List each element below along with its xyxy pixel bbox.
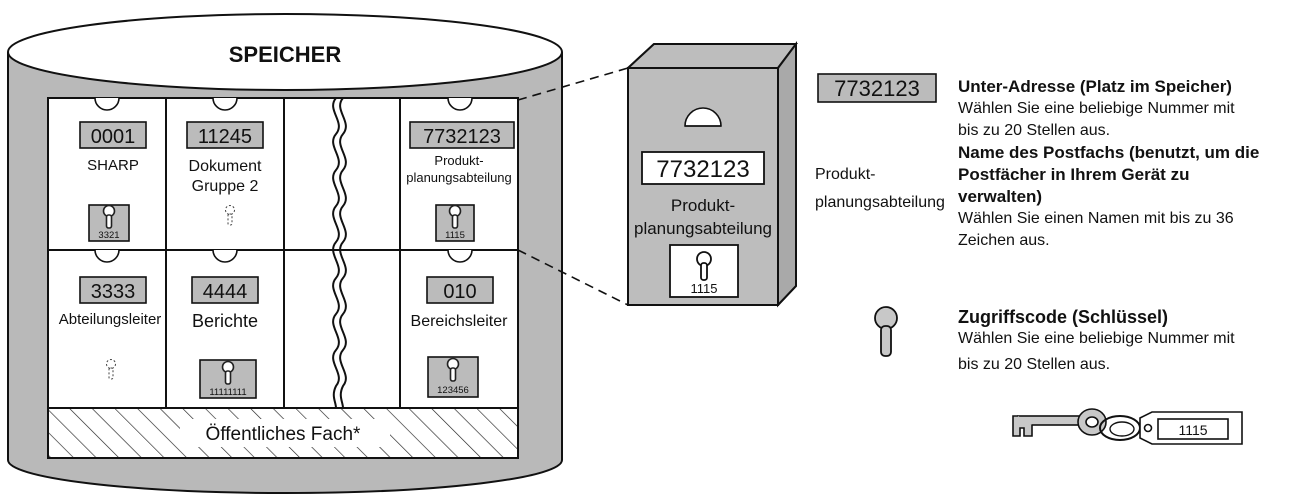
box-name-line-2: Gruppe 2 (192, 178, 259, 195)
key-tag-code: 1115 (1178, 422, 1207, 438)
zoom-lines (517, 67, 629, 306)
box-number: 3333 (91, 281, 136, 303)
box-number-frame (426, 276, 494, 304)
legend-access-code-heading: Zugriffscode (Schlüssel) (958, 307, 1169, 327)
box-number-frame (409, 121, 515, 149)
box-name-line-1: Produkt- (434, 153, 483, 168)
break-line (339, 97, 347, 409)
box-number: 11245 (198, 126, 252, 148)
legend-sub-address-heading: Unter-Adresse (Platz im Speicher) (958, 77, 1232, 96)
legend-box-name-heading-2: Postfächer in Ihrem Gerät zu (958, 165, 1190, 184)
legend-number-example: 7732123 (834, 76, 920, 101)
enlarged-box-name-line-1: Produkt- (671, 196, 735, 215)
legend-sub-address-desc-1: Wählen Sie eine beliebige Nummer mit (958, 100, 1235, 117)
box-number: 4444 (203, 281, 248, 303)
box-number: 010 (443, 281, 476, 303)
box-name-line-1: Dokument (189, 158, 262, 175)
legend-sub-address-desc-2: bis zu 20 Stellen aus. (958, 122, 1111, 139)
key-code: 11111111 (209, 387, 246, 398)
enlarged-number-frame (641, 151, 765, 185)
legend-name-example-line-2: planungsabteilung (815, 194, 945, 211)
mailbox-4444: 4444 Berichte 11111111 (191, 249, 259, 399)
key-code: 1115 (445, 230, 465, 241)
mailbox-010: 010 Bereichsleiter 123456 (411, 249, 509, 398)
enlarged-keyhole-icon (696, 251, 712, 281)
cylinder-top (7, 13, 563, 91)
box-number-frame (79, 121, 147, 149)
key-code: 3321 (98, 230, 119, 241)
mailbox-3333: 3333 Abteilungsleiter (59, 249, 162, 380)
key-icon (1012, 408, 1243, 445)
legend-number-frame (817, 73, 937, 103)
public-box-label: Öffentliches Fach* (206, 424, 362, 445)
key-code: 123456 (437, 385, 469, 396)
legend-name-example-line-1: Produkt- (815, 166, 875, 183)
mailbox-0001: 0001 SHARP 3321 (79, 97, 147, 242)
box-name-line-2: planungsabteilung (406, 170, 512, 185)
open-keyhole-icon (106, 359, 116, 380)
box-number-frame (79, 276, 147, 304)
legend-box-name: Name des Postfachs (benutzt, um die Post… (958, 142, 1308, 252)
box-number-frame (186, 121, 264, 149)
open-keyhole-icon (225, 205, 235, 226)
enlarged-key-code: 1115 (691, 281, 718, 296)
legend-sub-address: Unter-Adresse (Platz im Speicher) Wählen… (958, 76, 1308, 142)
legend-box-name-desc-1: Wählen Sie einen Namen mit bis zu 36 (958, 210, 1234, 227)
box-name: Abteilungsleiter (59, 311, 162, 328)
box-name: Bereichsleiter (411, 313, 509, 330)
enlarged-mailbox: 7732123 Produkt- planungsabteilung 1115 (625, 41, 798, 308)
storage-title: SPEICHER (229, 42, 342, 67)
box-name: Berichte (192, 311, 258, 331)
legend-access-code: Zugriffscode (Schlüssel) Wählen Sie eine… (958, 306, 1308, 376)
mailbox-7732123: 7732123 Produkt- planungsabteilung 1115 (406, 97, 515, 242)
legend-box-name-heading-1: Name des Postfachs (benutzt, um die (958, 143, 1260, 162)
legend-access-code-desc-2: bis zu 20 Stellen aus. (958, 356, 1111, 373)
legend-box-name-desc-2: Zeichen aus. (958, 232, 1050, 249)
box-number: 0001 (91, 126, 136, 148)
legend-access-code-desc-1: Wählen Sie eine beliebige Nummer mit (958, 330, 1235, 347)
enlarged-box-number: 7732123 (656, 156, 749, 183)
box-name: SHARP (87, 157, 139, 174)
enlarged-box-name-line-2: planungsabteilung (634, 219, 772, 238)
mailbox-11245: 11245 Dokument Gruppe 2 (186, 97, 264, 226)
access-key-icon (874, 306, 898, 357)
box-number: 7732123 (423, 126, 501, 148)
box-number-frame (191, 276, 259, 304)
legend-box-name-heading-3: verwalten) (958, 187, 1043, 206)
